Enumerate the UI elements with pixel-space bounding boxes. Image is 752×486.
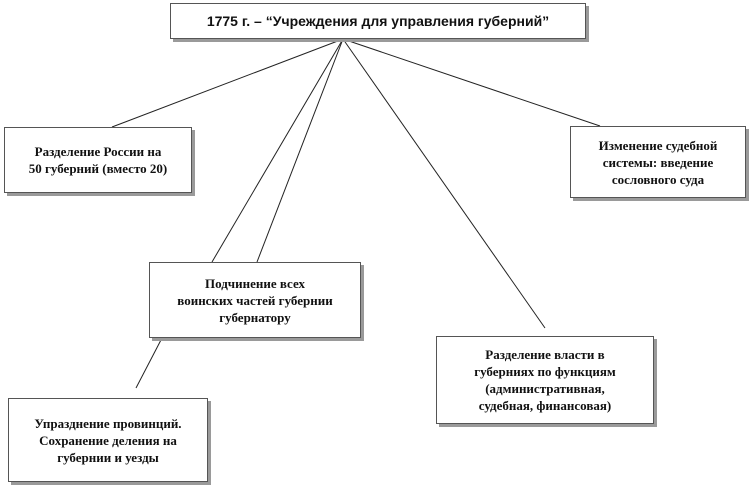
connector-military-provinces bbox=[135, 337, 163, 389]
box-judicial-system-label: Изменение судебной системы: введение сос… bbox=[598, 137, 718, 187]
connector-root-split bbox=[111, 38, 344, 128]
root-box: 1775 г. – “Учреждения для управления губ… bbox=[170, 3, 586, 39]
box-military-subordination-label: Подчинение всех воинских частей губернии… bbox=[177, 275, 333, 325]
box-split-russia-label: Разделение России на 50 губерний (вместо… bbox=[28, 144, 168, 176]
box-abolition-of-provinces: Упразднение провинций. Сохранение делени… bbox=[8, 398, 208, 482]
connector-root-military-right bbox=[256, 38, 344, 263]
box-abolition-of-provinces-label: Упразднение провинций. Сохранение делени… bbox=[34, 415, 182, 465]
root-label: 1775 г. – “Учреждения для управления губ… bbox=[206, 12, 550, 29]
box-judicial-system: Изменение судебной системы: введение сос… bbox=[570, 126, 746, 198]
connector-root-powers bbox=[342, 38, 546, 329]
box-split-russia: Разделение России на 50 губерний (вместо… bbox=[4, 127, 192, 193]
connector-root-judicial bbox=[342, 38, 601, 127]
box-separation-of-powers-label: Разделение власти в губерниях по функция… bbox=[474, 347, 616, 413]
box-separation-of-powers: Разделение власти в губерниях по функция… bbox=[436, 336, 654, 424]
connector-root-military-left bbox=[211, 38, 344, 263]
box-military-subordination: Подчинение всех воинских частей губернии… bbox=[149, 262, 361, 338]
